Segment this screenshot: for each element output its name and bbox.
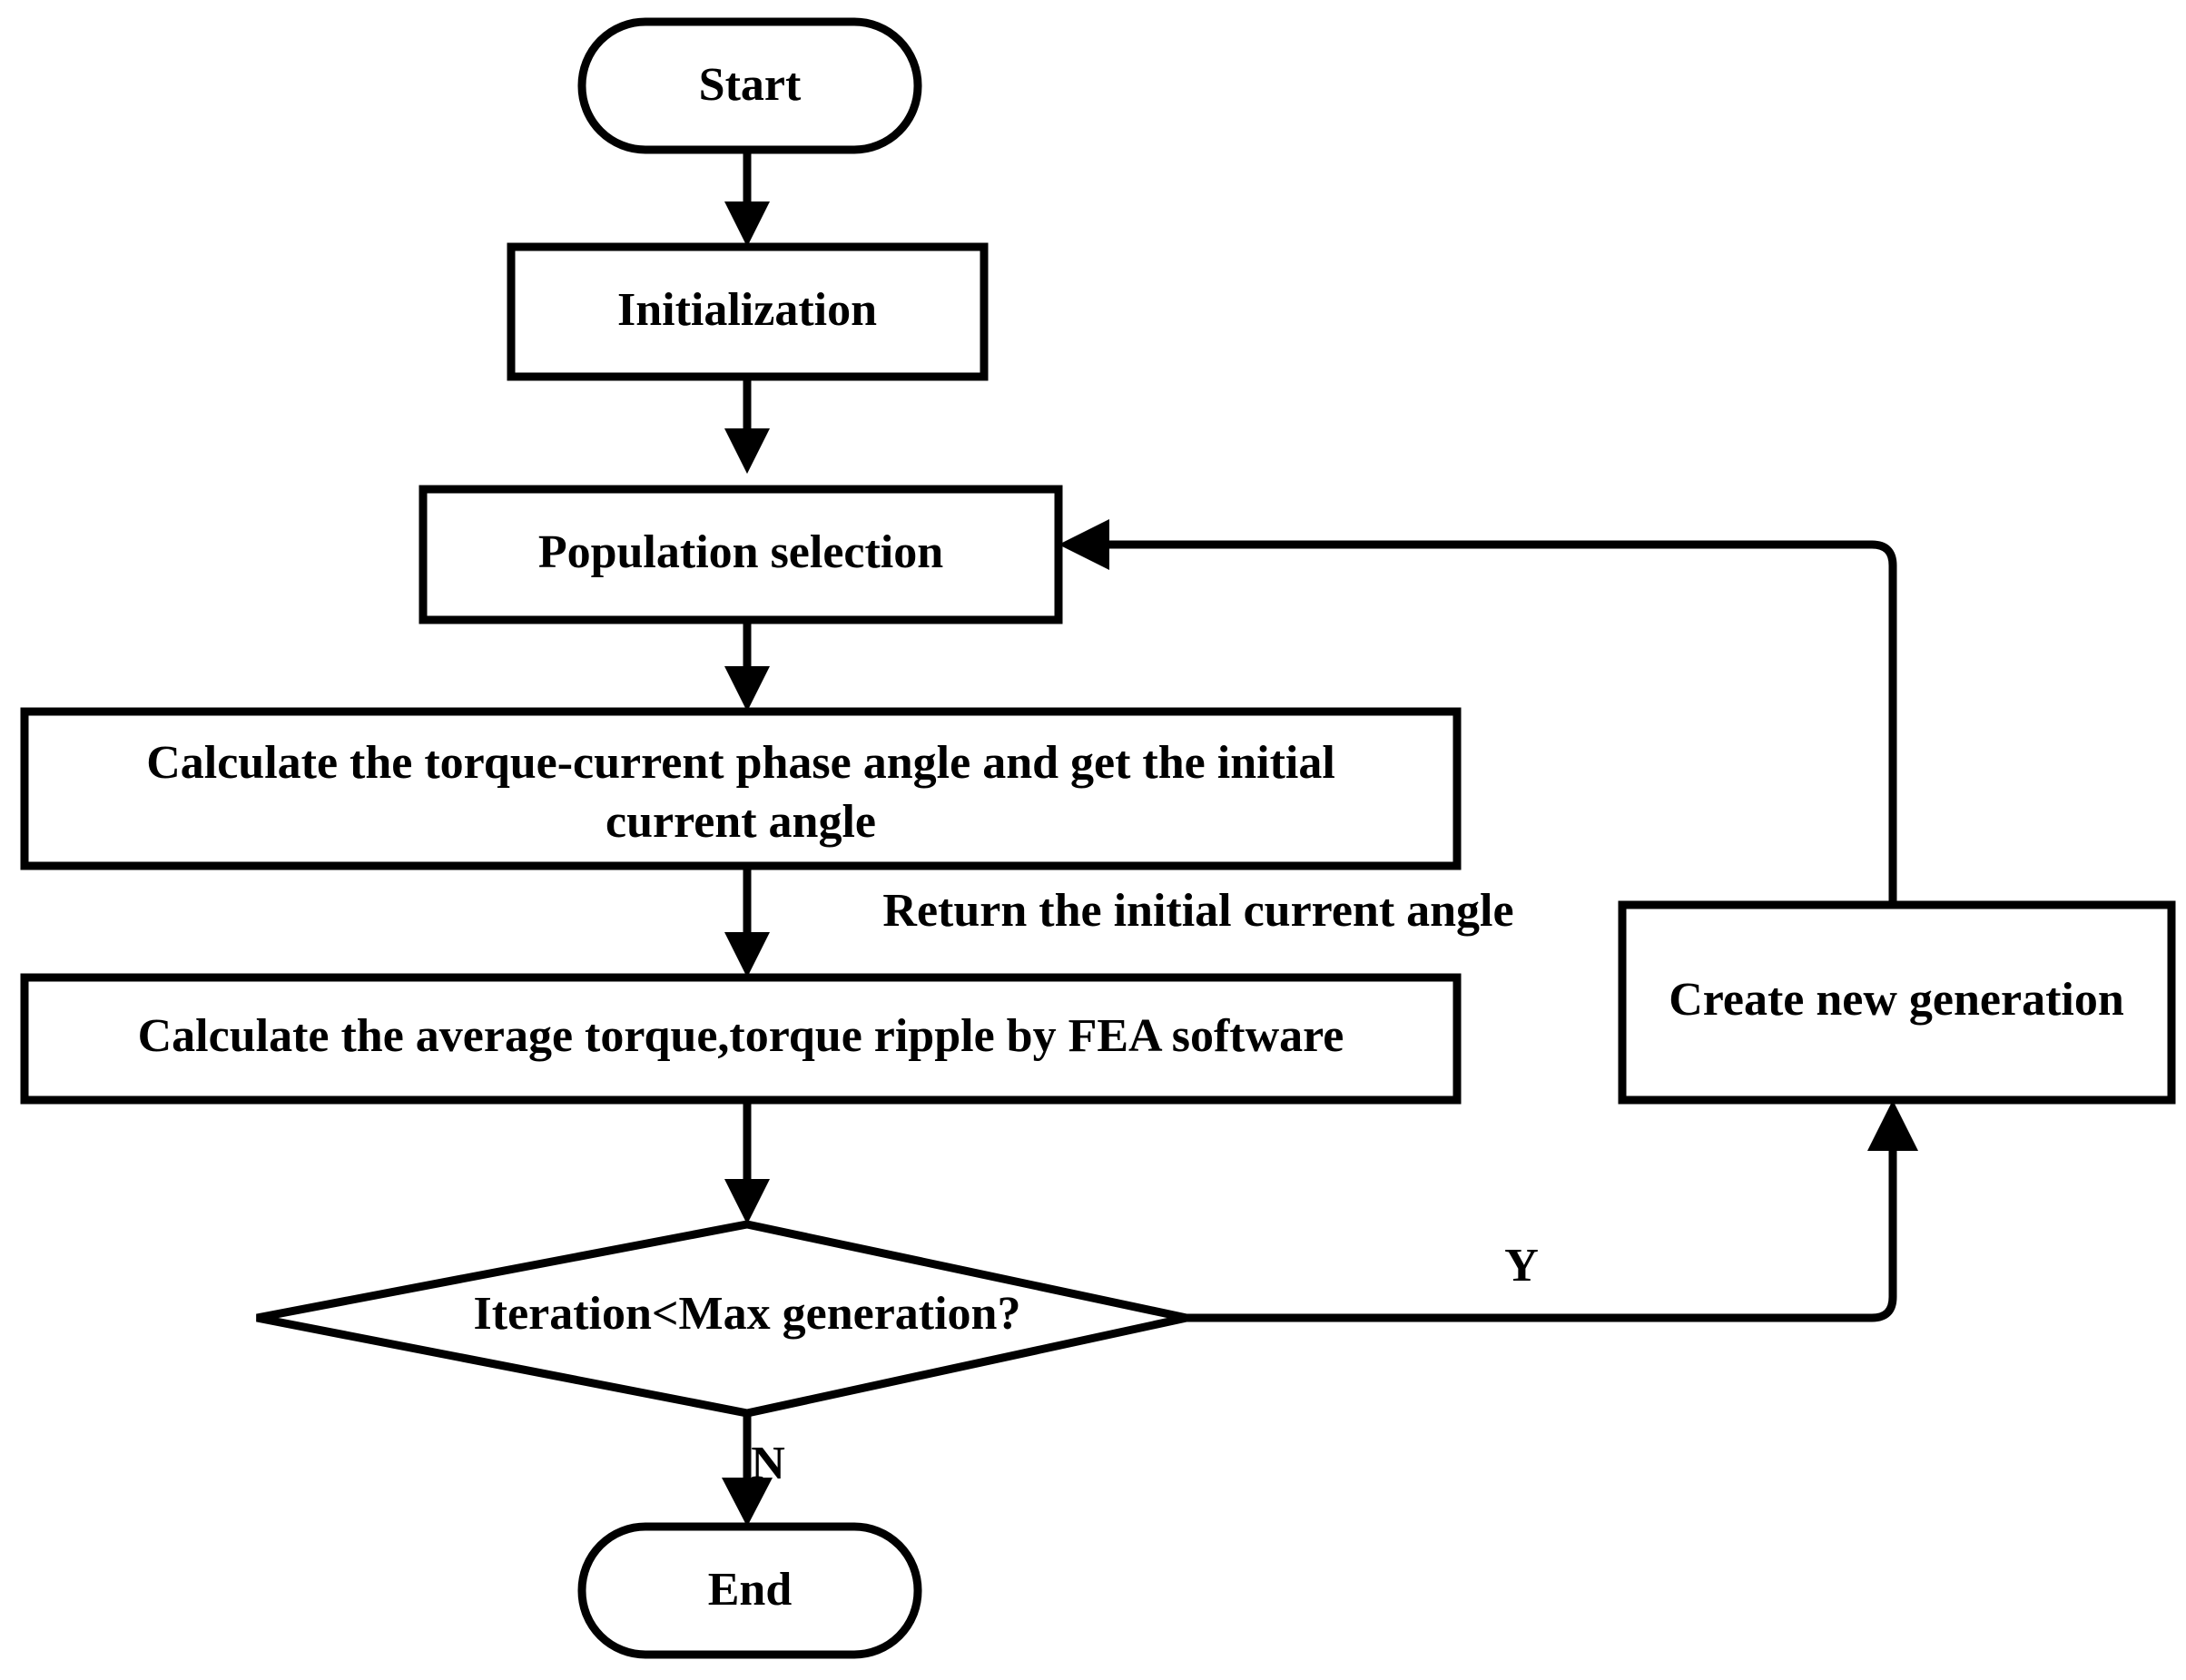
node-start[interactable]: Start bbox=[577, 17, 922, 154]
connector-population-to-calc-angle bbox=[724, 620, 770, 712]
node-initialization[interactable]: Initialization bbox=[507, 242, 989, 381]
edge-label-return-initial-current-angle: Return the initial current angle bbox=[882, 885, 1513, 937]
connector-calc-fea-to-decision bbox=[724, 1100, 770, 1224]
connector-initialization-to-population bbox=[724, 377, 770, 474]
node-create-new-generation[interactable]: Create new generation bbox=[1618, 900, 2176, 1105]
connector-start-to-initialization bbox=[724, 150, 770, 247]
connector-create-generation-to-population bbox=[1059, 519, 1897, 905]
node-create-new-generation-label: Create new generation bbox=[1669, 974, 2124, 1026]
edge-label-yes: Y bbox=[1504, 1240, 1539, 1292]
node-population-selection[interactable]: Population selection bbox=[418, 485, 1063, 624]
node-end[interactable]: End bbox=[577, 1522, 922, 1659]
node-population-selection-label: Population selection bbox=[538, 526, 943, 578]
connector-decision-yes-to-create-generation bbox=[1187, 1100, 1918, 1322]
node-end-label: End bbox=[708, 1564, 793, 1616]
node-calculate-phase-angle[interactable]: Calculate the torque-current phase angle… bbox=[20, 707, 1462, 870]
node-calculate-fea-label: Calculate the average torque,torque ripp… bbox=[138, 1010, 1344, 1062]
node-decision-iteration[interactable]: Iteration<Max generation? bbox=[256, 1220, 1187, 1418]
node-calculate-phase-angle-label-line1: Calculate the torque-current phase angle… bbox=[146, 737, 1335, 789]
connector-decision-to-end bbox=[722, 1413, 773, 1527]
edge-label-no: N bbox=[751, 1438, 785, 1489]
node-calculate-phase-angle-label-line2: current angle bbox=[606, 796, 876, 848]
node-start-label: Start bbox=[699, 59, 802, 111]
node-decision-iteration-label: Iteration<Max generation? bbox=[474, 1288, 1021, 1340]
node-calculate-fea[interactable]: Calculate the average torque,torque ripp… bbox=[20, 973, 1462, 1105]
node-initialization-label: Initialization bbox=[617, 284, 877, 336]
connector-calc-angle-to-calc-fea bbox=[724, 865, 770, 978]
